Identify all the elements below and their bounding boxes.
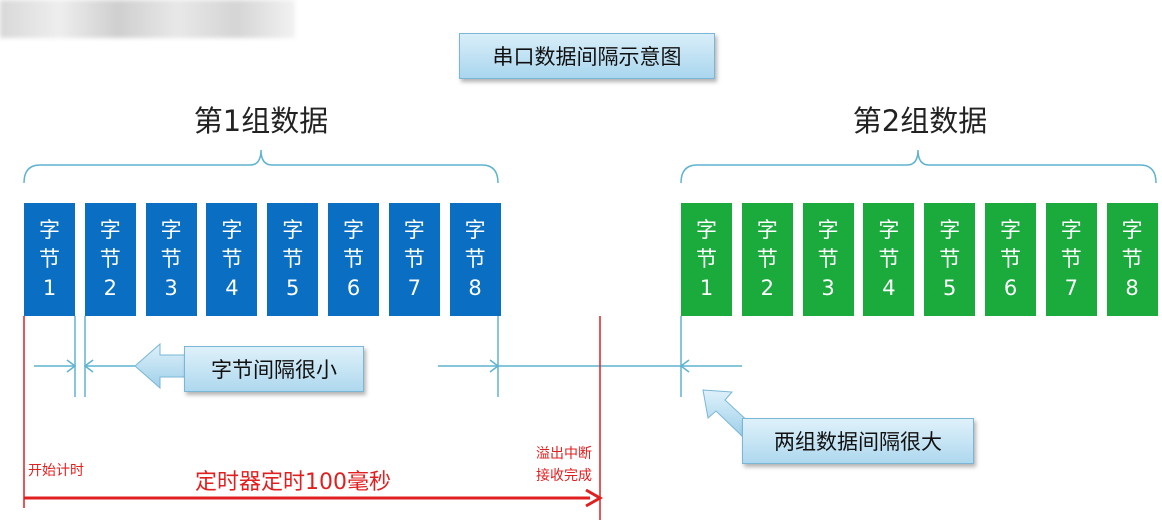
diagram-title: 串口数据间隔示意图: [459, 33, 715, 79]
byte-text: 节: [817, 247, 839, 271]
byte-text: 节: [403, 247, 425, 271]
group-1-byte-6: 字节 6: [328, 203, 379, 316]
byte-text: 1: [699, 276, 714, 300]
byte-text: 3: [821, 276, 835, 300]
byte-text: 节: [160, 247, 182, 271]
byte-text: 字: [696, 218, 717, 242]
group-2-byte-5: 字节 5: [924, 203, 976, 316]
group-2-byte-4: 字节 4: [863, 203, 915, 316]
overflow-interrupt-text: 溢出中断: [536, 446, 592, 462]
group-1-byte-4: 字节 4: [206, 203, 258, 316]
group-1-byte-5: 字节 5: [267, 203, 319, 316]
byte-text: 字: [282, 218, 304, 242]
small-gap-callout: 字节间隔很小: [184, 346, 364, 392]
group-1-brace: [23, 149, 499, 184]
byte-text: 字: [221, 218, 243, 242]
byte-text: 节: [1060, 247, 1082, 271]
byte-text: 字: [756, 218, 778, 242]
timer-start-label: 开始计时: [28, 463, 84, 479]
byte-text: 节: [343, 247, 364, 271]
byte-text: 2: [103, 276, 117, 300]
byte-text: 7: [407, 276, 421, 300]
group-1-title: 第1组数据: [193, 104, 329, 138]
byte-text: 字: [343, 218, 364, 242]
timer-duration-label: 定时器定时100毫秒: [195, 470, 391, 495]
byte-text: 节: [221, 247, 243, 271]
byte-text: 节: [39, 247, 60, 271]
group-2-byte-1: 字节 1: [681, 203, 732, 316]
group-2-byte-8: 字节 8: [1106, 203, 1158, 316]
byte-text: 节: [1121, 247, 1143, 271]
group-2-brace: [680, 149, 1157, 184]
byte-text: 3: [164, 276, 178, 300]
byte-text: 6: [346, 276, 361, 300]
byte-text: 节: [282, 247, 304, 271]
receive-complete-text: 接收完成: [536, 468, 592, 484]
byte-text: 1: [42, 276, 57, 300]
byte-text: 字: [99, 218, 121, 242]
byte-text: 字: [1121, 218, 1143, 242]
group-1-byte-2: 字节 2: [84, 203, 136, 316]
byte-text: 8: [468, 276, 482, 300]
byte-text: 节: [99, 247, 121, 271]
byte-text: 字: [39, 218, 60, 242]
group-1-byte-8: 字节 8: [449, 203, 501, 316]
byte-text: 5: [286, 276, 300, 300]
group-1-byte-3: 字节 3: [145, 203, 197, 316]
byte-text: 字: [817, 218, 839, 242]
blurred-header: [0, 0, 295, 38]
byte-text: 8: [1125, 276, 1139, 300]
byte-text: 字: [878, 218, 900, 242]
group-2-byte-6: 字节 6: [985, 203, 1036, 316]
byte-text: 字: [1000, 218, 1021, 242]
byte-text: 字: [464, 218, 486, 242]
byte-text: 字: [403, 218, 425, 242]
byte-text: 节: [1000, 247, 1021, 271]
small-gap-arrow: [134, 342, 191, 390]
byte-text: 字: [160, 218, 182, 242]
group-1-byte-7: 字节 7: [388, 203, 440, 316]
timer-end-label: 溢出中断 接收完成: [520, 443, 592, 487]
byte-text: 字: [939, 218, 961, 242]
group-2-byte-2: 字节 2: [741, 203, 793, 316]
byte-text: 5: [943, 276, 957, 300]
group-2-byte-3: 字节 3: [802, 203, 854, 316]
byte-text: 字: [1060, 218, 1082, 242]
byte-text: 节: [939, 247, 961, 271]
group-2-title: 第2组数据: [852, 104, 988, 138]
byte-text: 节: [756, 247, 778, 271]
byte-text: 2: [760, 276, 774, 300]
byte-text: 6: [1003, 276, 1018, 300]
large-gap-callout: 两组数据间隔很大: [742, 418, 974, 464]
byte-text: 7: [1064, 276, 1078, 300]
byte-text: 节: [696, 247, 717, 271]
group-1-byte-1: 字节 1: [24, 203, 75, 316]
byte-text: 4: [225, 276, 239, 300]
byte-text: 4: [882, 276, 896, 300]
timer-arrowhead: [585, 488, 604, 508]
byte-text: 节: [464, 247, 486, 271]
byte-text: 节: [878, 247, 900, 271]
group-2-byte-7: 字节 7: [1045, 203, 1097, 316]
